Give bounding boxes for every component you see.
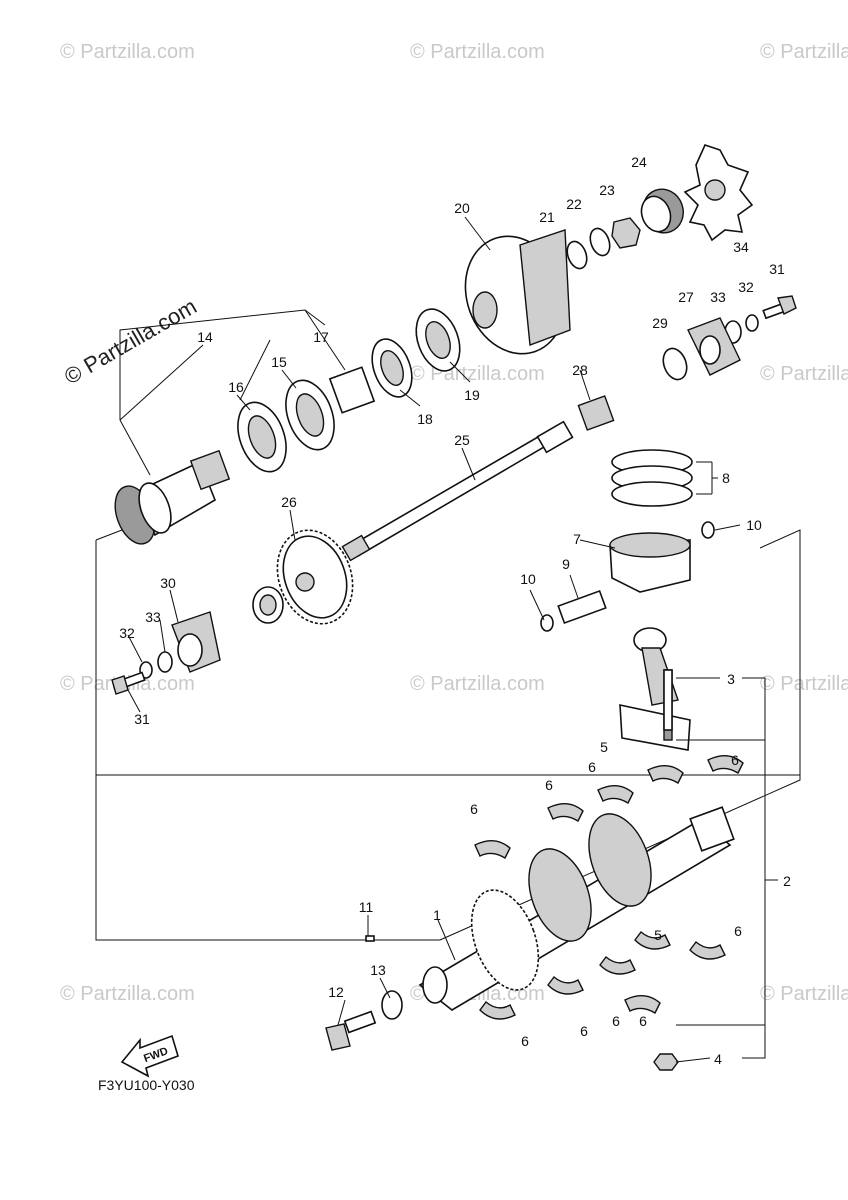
part-1-crankshaft bbox=[418, 806, 735, 1011]
part-23-nut bbox=[611, 217, 641, 249]
callout-33: 33 bbox=[145, 609, 161, 625]
callout-24: 24 bbox=[631, 154, 647, 170]
part-32-lockwasher-upper bbox=[745, 314, 759, 332]
callout-6: 6 bbox=[639, 1013, 647, 1029]
callout-16: 16 bbox=[228, 379, 244, 395]
callout-18: 18 bbox=[417, 411, 433, 427]
callout-17: 17 bbox=[313, 329, 329, 345]
part-9-pin bbox=[557, 589, 607, 625]
part-15-bearing bbox=[285, 379, 335, 451]
callout-31: 31 bbox=[769, 261, 785, 277]
callout-6: 6 bbox=[731, 752, 739, 768]
watermark: © Partzilla.com bbox=[760, 983, 848, 1005]
part-11-key bbox=[365, 935, 375, 942]
part-12-bolt bbox=[325, 1010, 377, 1051]
callout-4: 4 bbox=[714, 1051, 722, 1067]
callout-22: 22 bbox=[566, 196, 582, 212]
watermark: © Partzilla.com bbox=[60, 983, 195, 1005]
connecting-rod bbox=[619, 627, 691, 751]
watermark: © Partzilla.com bbox=[410, 673, 545, 695]
part-30-weight bbox=[171, 611, 221, 673]
part-18-seal bbox=[371, 338, 413, 398]
part-13-washer bbox=[381, 990, 403, 1020]
callout-21: 21 bbox=[539, 209, 555, 225]
callout-9: 9 bbox=[562, 556, 570, 572]
callout-10: 10 bbox=[520, 571, 536, 587]
bearing-small bbox=[252, 586, 284, 624]
callout-27: 27 bbox=[678, 289, 694, 305]
callout-25: 25 bbox=[454, 432, 470, 448]
callout-32: 32 bbox=[119, 625, 135, 641]
part-22-washer bbox=[589, 227, 611, 257]
watermark: © Partzilla.com bbox=[60, 41, 195, 63]
callout-26: 26 bbox=[281, 494, 297, 510]
callout-23: 23 bbox=[599, 182, 615, 198]
part-27-weight-upper bbox=[687, 317, 741, 376]
part-16-bearing bbox=[237, 401, 287, 473]
watermark: © Partzilla.com bbox=[410, 363, 545, 385]
part-31-bolt-upper bbox=[762, 295, 797, 320]
callout-29: 29 bbox=[652, 315, 668, 331]
part-7-piston bbox=[609, 532, 691, 593]
callout-7: 7 bbox=[573, 531, 581, 547]
callout-6: 6 bbox=[612, 1013, 620, 1029]
leader-lines bbox=[119, 216, 778, 1063]
part-20-housing bbox=[464, 229, 571, 355]
callout-6: 6 bbox=[470, 801, 478, 817]
watermark: © Partzilla.com bbox=[760, 41, 848, 63]
callout-30: 30 bbox=[160, 575, 176, 591]
callout-6: 6 bbox=[588, 759, 596, 775]
diagram-code: F3YU100-Y030 bbox=[98, 1077, 195, 1093]
part-28-bearing bbox=[577, 395, 615, 431]
part-21-washer bbox=[566, 240, 588, 270]
group-lines bbox=[95, 529, 801, 941]
callout-6: 6 bbox=[580, 1023, 588, 1039]
watermark: © Partzilla.com bbox=[760, 673, 848, 695]
watermark: © Partzilla.com bbox=[410, 41, 545, 63]
callout-5: 5 bbox=[600, 739, 608, 755]
callout-6: 6 bbox=[545, 777, 553, 793]
callout-28: 28 bbox=[572, 362, 588, 378]
callout-8: 8 bbox=[722, 470, 730, 486]
callout-15: 15 bbox=[271, 354, 287, 370]
part-29-collar bbox=[662, 347, 688, 381]
part-10-clip-right bbox=[701, 521, 715, 539]
callout-1: 1 bbox=[433, 907, 441, 923]
callout-31: 31 bbox=[134, 711, 150, 727]
callout-33: 33 bbox=[710, 289, 726, 305]
part-34-impeller bbox=[683, 144, 754, 242]
callout-13: 13 bbox=[370, 962, 386, 978]
callout-19: 19 bbox=[464, 387, 480, 403]
callout-6: 6 bbox=[734, 923, 742, 939]
callout-6: 6 bbox=[521, 1033, 529, 1049]
callout-2: 2 bbox=[783, 873, 791, 889]
watermark-main: © Partzilla.com bbox=[60, 294, 201, 390]
part-8-rings bbox=[611, 449, 693, 507]
callout-34: 34 bbox=[733, 239, 749, 255]
part-3-bolt bbox=[663, 669, 673, 731]
fwd-arrow: FWD bbox=[120, 1034, 179, 1078]
part-24-sleeve bbox=[640, 188, 684, 234]
callout-labels: 1 2 3 4 5 5 6 6 6 6 6 6 6 6 6 7 8 9 10 1… bbox=[119, 154, 791, 1067]
watermark: © Partzilla.com bbox=[760, 363, 848, 385]
callout-10: 10 bbox=[746, 517, 762, 533]
bearing-shells bbox=[474, 755, 744, 1020]
callout-11: 11 bbox=[359, 899, 374, 915]
callout-5: 5 bbox=[654, 927, 662, 943]
callout-32: 32 bbox=[738, 279, 754, 295]
part-4-nut bbox=[653, 1053, 679, 1071]
part-17-collar bbox=[328, 366, 376, 414]
callout-20: 20 bbox=[454, 200, 470, 216]
part-26-gear bbox=[276, 529, 354, 625]
part-25-shaft bbox=[341, 420, 574, 562]
part-33-washer-lower bbox=[157, 651, 173, 673]
part-19-seal bbox=[415, 308, 461, 372]
callout-12: 12 bbox=[328, 984, 344, 1000]
callout-3: 3 bbox=[727, 671, 735, 687]
callout-14: 14 bbox=[197, 329, 213, 345]
part-14-coupling bbox=[114, 449, 231, 545]
